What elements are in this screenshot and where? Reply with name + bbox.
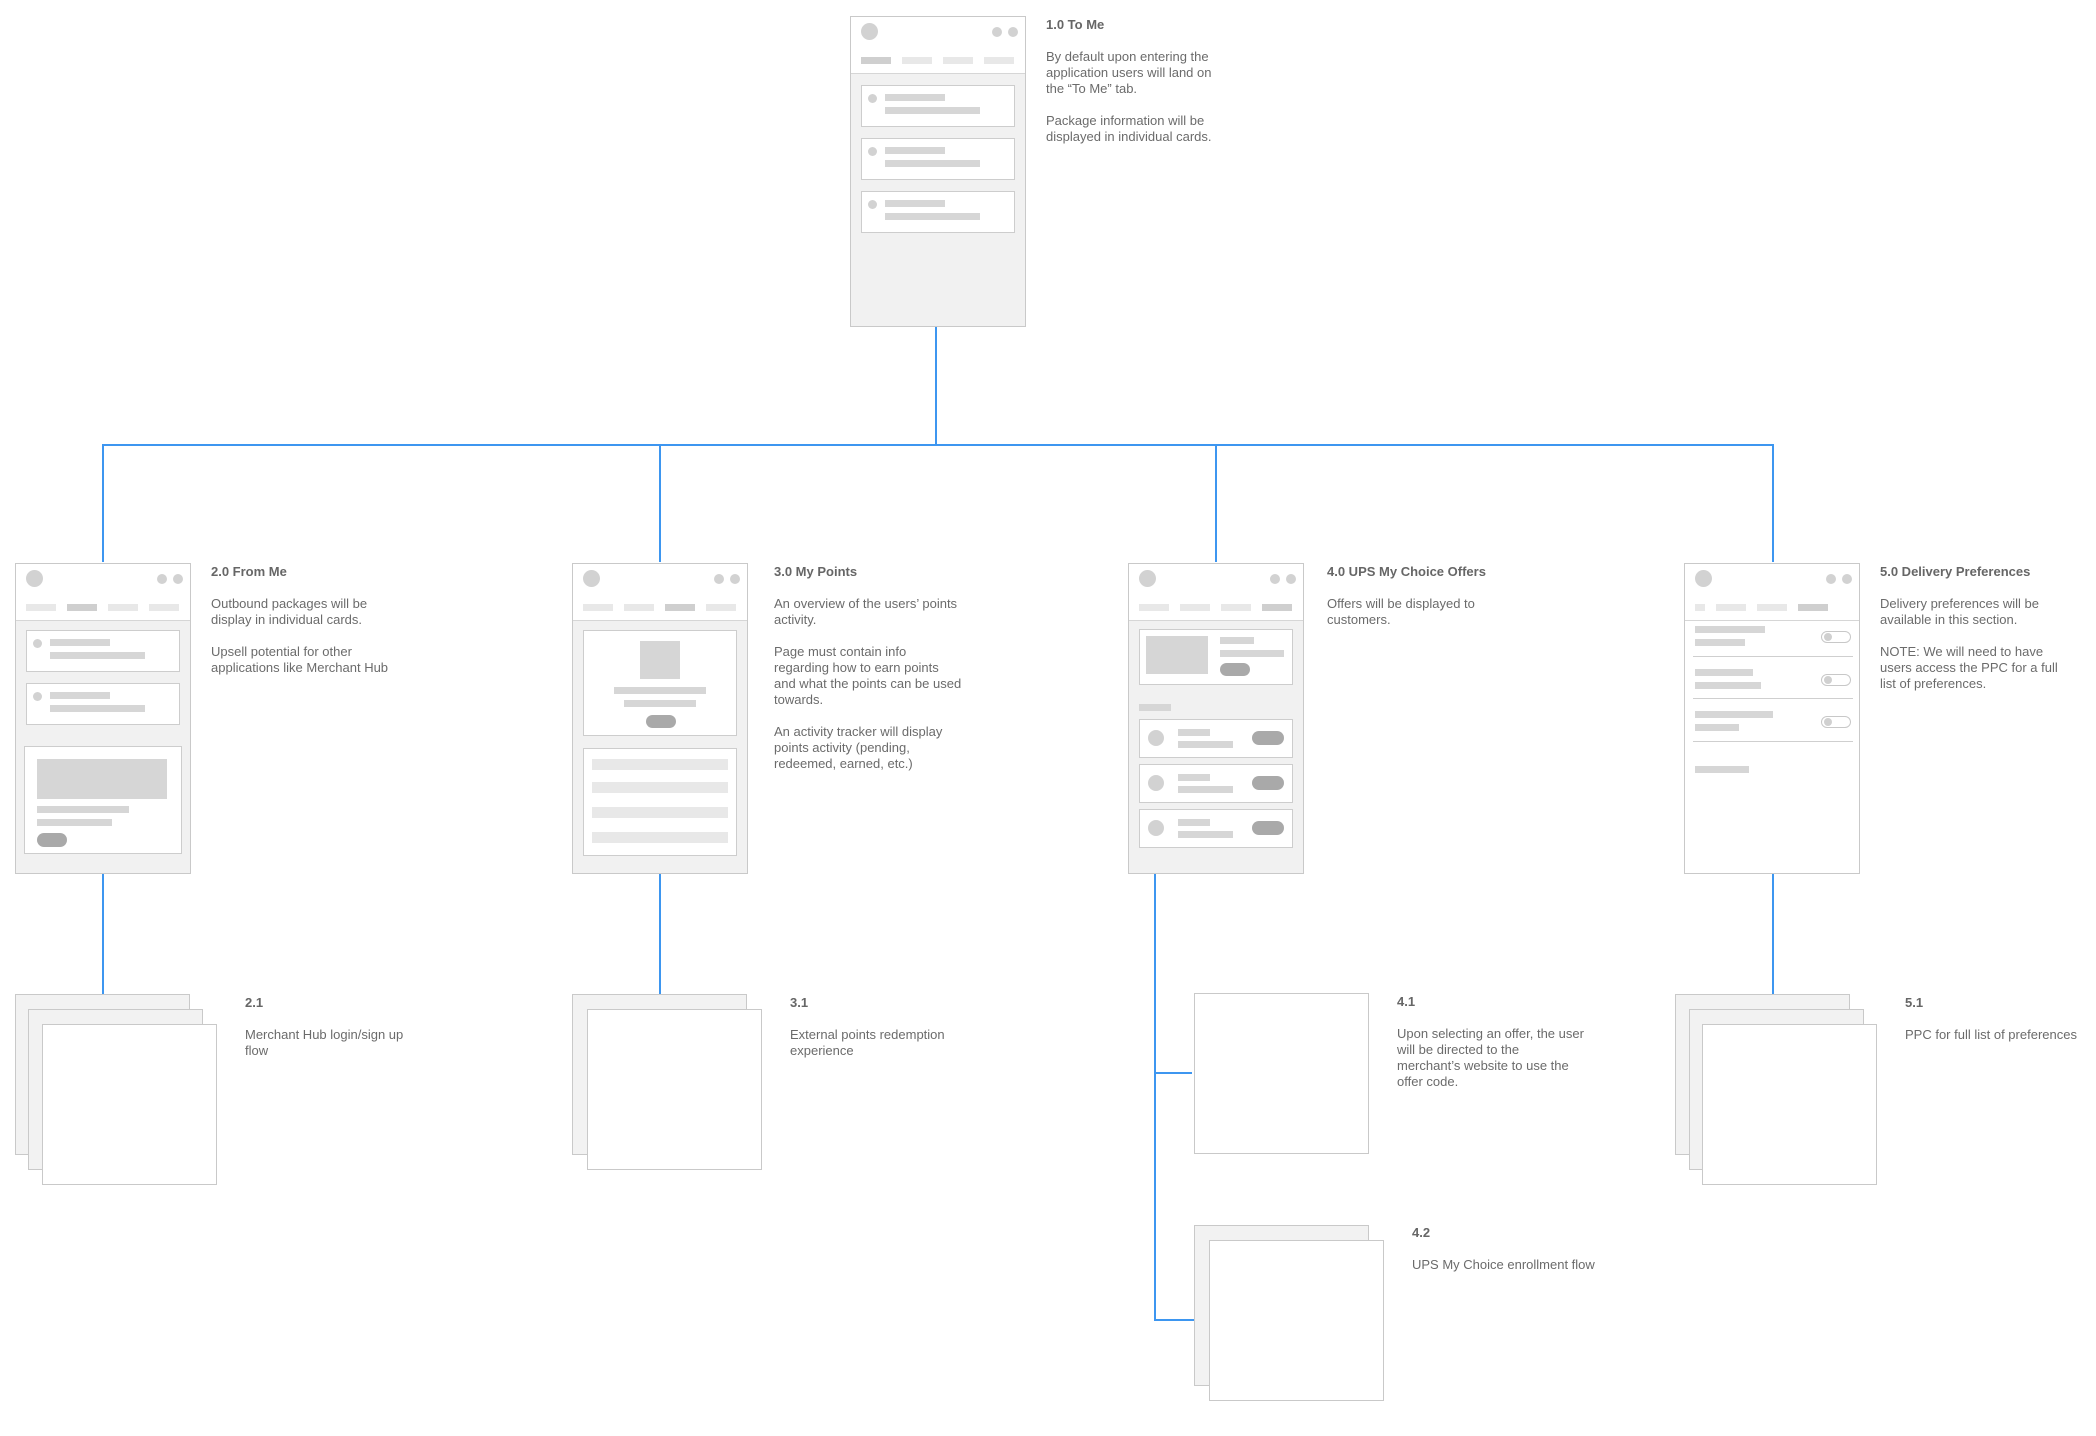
node-title: 3.1	[790, 995, 809, 1010]
node-title: 4.0 UPS My Choice Offers	[1327, 564, 1486, 579]
page-offer-select	[1194, 993, 1369, 1154]
node-title: 4.1	[1397, 994, 1416, 1009]
avatar-placeholder	[861, 23, 878, 40]
connector-to-5	[1772, 444, 1774, 562]
connector-horizontal-bus	[102, 444, 1774, 446]
node-description: An overview of the users’ points activit…	[774, 596, 958, 627]
wireframe-my-points	[572, 563, 748, 874]
toggle-switch	[1821, 674, 1851, 686]
app-header-bar	[573, 564, 747, 595]
node-description: Offers will be displayed to customers.	[1327, 596, 1475, 627]
tab-placeholder	[984, 57, 1014, 64]
node-description: Page must contain info regarding how to …	[774, 644, 962, 707]
package-card	[26, 683, 180, 725]
node-description: An activity tracker will display points …	[774, 724, 943, 771]
node-title: 2.1	[245, 995, 264, 1010]
node-description: Upon selecting an offer, the user will b…	[1397, 1026, 1584, 1089]
node-title: 3.0 My Points	[774, 564, 858, 579]
wireframe-offers	[1128, 563, 1304, 874]
tab-bar	[573, 594, 747, 621]
ppc-link-placeholder	[1695, 766, 1749, 773]
featured-offer-card	[1139, 629, 1293, 685]
action-icon-placeholder	[992, 27, 1002, 37]
node-title: 2.0 From Me	[211, 564, 287, 579]
connector-2-to-21	[102, 874, 104, 994]
toggle-switch	[1821, 716, 1851, 728]
wireframe-from-me	[15, 563, 191, 874]
tab-placeholder-active	[861, 57, 891, 64]
action-icon-placeholder	[1008, 27, 1018, 37]
node-title: 5.1	[1905, 995, 1924, 1010]
package-card	[861, 191, 1015, 233]
package-card	[26, 630, 180, 672]
node-description: Upsell potential for other applications …	[211, 644, 389, 675]
section-label-placeholder	[1139, 704, 1171, 711]
connector-1-down	[935, 326, 937, 445]
package-card	[861, 138, 1015, 180]
wireframe-delivery-preferences	[1684, 563, 1860, 874]
node-description: Delivery preferences will be available i…	[1880, 596, 2039, 627]
node-description: External points redemption experience	[790, 1027, 945, 1058]
tab-bar	[1129, 594, 1303, 621]
app-header-bar	[16, 564, 190, 595]
node-description: UPS My Choice enrollment flow	[1412, 1257, 1595, 1272]
upsell-card	[24, 746, 182, 854]
package-card	[861, 85, 1015, 127]
toggle-switch	[1821, 631, 1851, 643]
connector-to-2	[102, 444, 104, 562]
connector-to-4	[1215, 444, 1217, 562]
node-title: 1.0 To Me	[1046, 17, 1105, 32]
connector-4-to-41	[1154, 1072, 1192, 1074]
tab-bar	[1685, 594, 1859, 621]
offer-row	[1139, 719, 1293, 758]
connector-5-to-51	[1772, 874, 1774, 994]
connector-to-3	[659, 444, 661, 562]
offer-row	[1139, 809, 1293, 848]
connector-4-to-42	[1154, 1319, 1206, 1321]
node-description: PPC for full list of preferences	[1905, 1027, 2077, 1042]
activity-tracker-card	[583, 748, 737, 856]
offer-row	[1139, 764, 1293, 803]
node-description: Outbound packages will be display in ind…	[211, 596, 368, 627]
node-description: Merchant Hub login/sign up flow	[245, 1027, 404, 1058]
tab-bar	[16, 594, 190, 621]
node-description: By default upon entering the application…	[1046, 49, 1212, 96]
node-description: NOTE: We will need to have users access …	[1880, 644, 2058, 691]
app-header-bar	[1685, 564, 1859, 595]
connector-3-to-31	[659, 874, 661, 994]
app-header-bar	[1129, 564, 1303, 595]
node-title: 4.2	[1412, 1225, 1431, 1240]
wireframe-to-me	[850, 16, 1026, 327]
tab-placeholder	[902, 57, 932, 64]
node-title: 5.0 Delivery Preferences	[1880, 564, 2031, 579]
points-overview-card	[583, 630, 737, 736]
app-header-bar	[851, 17, 1025, 48]
connector-4-trunk	[1154, 874, 1156, 1320]
tab-bar	[851, 47, 1025, 74]
tab-placeholder	[943, 57, 973, 64]
node-description: Package information will be displayed in…	[1046, 113, 1212, 144]
